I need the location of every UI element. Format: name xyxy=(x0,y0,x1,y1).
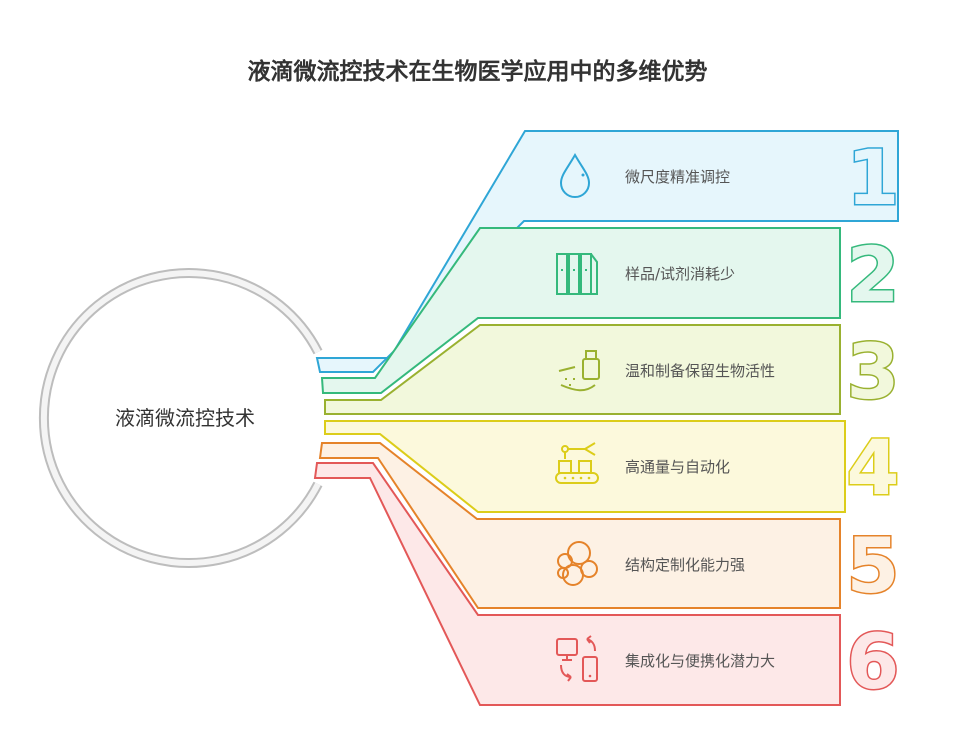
band-label: 温和制备保留生物活性 xyxy=(625,362,775,380)
band-shape xyxy=(318,442,841,609)
advantage-band-2: 2 样品/试剂消耗少 xyxy=(320,227,901,394)
bottle-pour-icon xyxy=(558,350,600,392)
band-label: 结构定制化能力强 xyxy=(625,556,745,574)
advantage-bands: 1 微尺度精准调控 2 样品/试剂消耗少 3 温和制备保留生物活性 4 高通量与自动化 5 结构定… xyxy=(313,130,901,708)
bubbles-cluster-icon xyxy=(557,541,598,586)
test-tubes-icon xyxy=(556,253,598,295)
desktop-mobile-sync-icon xyxy=(556,635,598,682)
band-label: 高通量与自动化 xyxy=(625,458,730,476)
robot-conveyor-icon xyxy=(555,442,599,484)
advantage-band-1: 1 微尺度精准调控 xyxy=(315,130,901,373)
advantage-band-3: 3 温和制备保留生物活性 xyxy=(324,324,901,418)
advantage-band-6: 6 集成化与便携化潜力大 xyxy=(313,462,901,708)
page-title: 液滴微流控技术在生物医学应用中的多维优势 xyxy=(247,59,708,85)
band-number: 1 xyxy=(847,133,900,222)
advantage-band-5: 5 结构定制化能力强 xyxy=(318,442,901,612)
band-label: 集成化与便携化潜力大 xyxy=(625,652,775,670)
center-ring-inner xyxy=(40,270,321,566)
band-shape xyxy=(324,420,846,513)
advantage-band-4: 4 高通量与自动化 xyxy=(324,420,901,514)
band-label: 微尺度精准调控 xyxy=(625,168,730,186)
band-shape xyxy=(315,130,899,373)
band-number: 6 xyxy=(847,617,900,706)
center-label: 液滴微流控技术 xyxy=(115,406,255,430)
band-number: 3 xyxy=(847,327,900,416)
band-shape xyxy=(320,227,841,394)
band-shape xyxy=(313,462,841,706)
band-number: 4 xyxy=(847,423,900,512)
droplet-icon xyxy=(559,152,591,198)
band-number: 2 xyxy=(847,230,900,319)
band-label: 样品/试剂消耗少 xyxy=(625,265,735,283)
band-number: 5 xyxy=(847,521,900,610)
